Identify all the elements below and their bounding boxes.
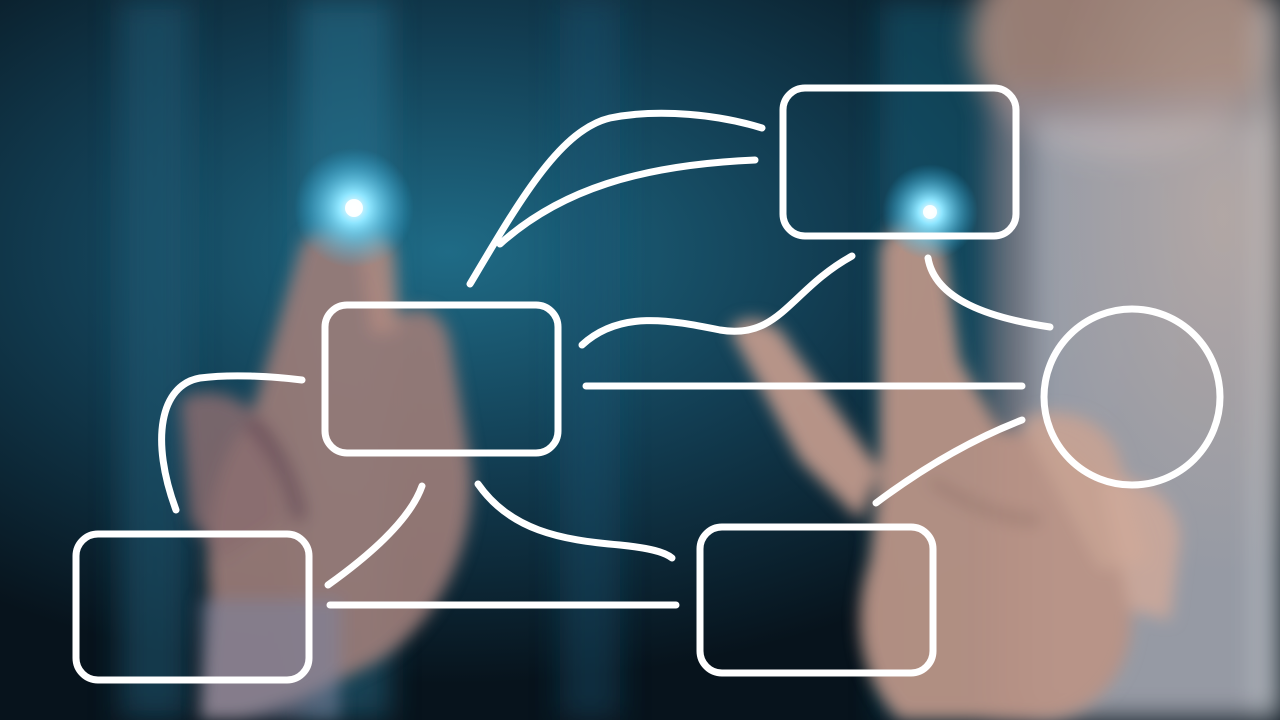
node-top-right (779, 84, 1020, 240)
connector-center-to-top-lower (496, 156, 759, 248)
connector-top-to-circle (924, 254, 1054, 331)
connector-center-to-left (158, 372, 306, 514)
connector-center-wave (578, 252, 856, 349)
node-circle (1040, 305, 1224, 489)
connector-center-to-bottom (474, 480, 676, 562)
node-center (321, 301, 562, 457)
connector-center-to-top-upper (466, 109, 766, 288)
left-hand (180, 230, 472, 720)
node-bottom-left (72, 530, 313, 684)
connector-bottom-to-circle (872, 416, 1026, 507)
connector-left-to-center-curve (324, 482, 426, 589)
right-hand (730, 224, 1180, 720)
node-bottom-middle (696, 523, 937, 677)
